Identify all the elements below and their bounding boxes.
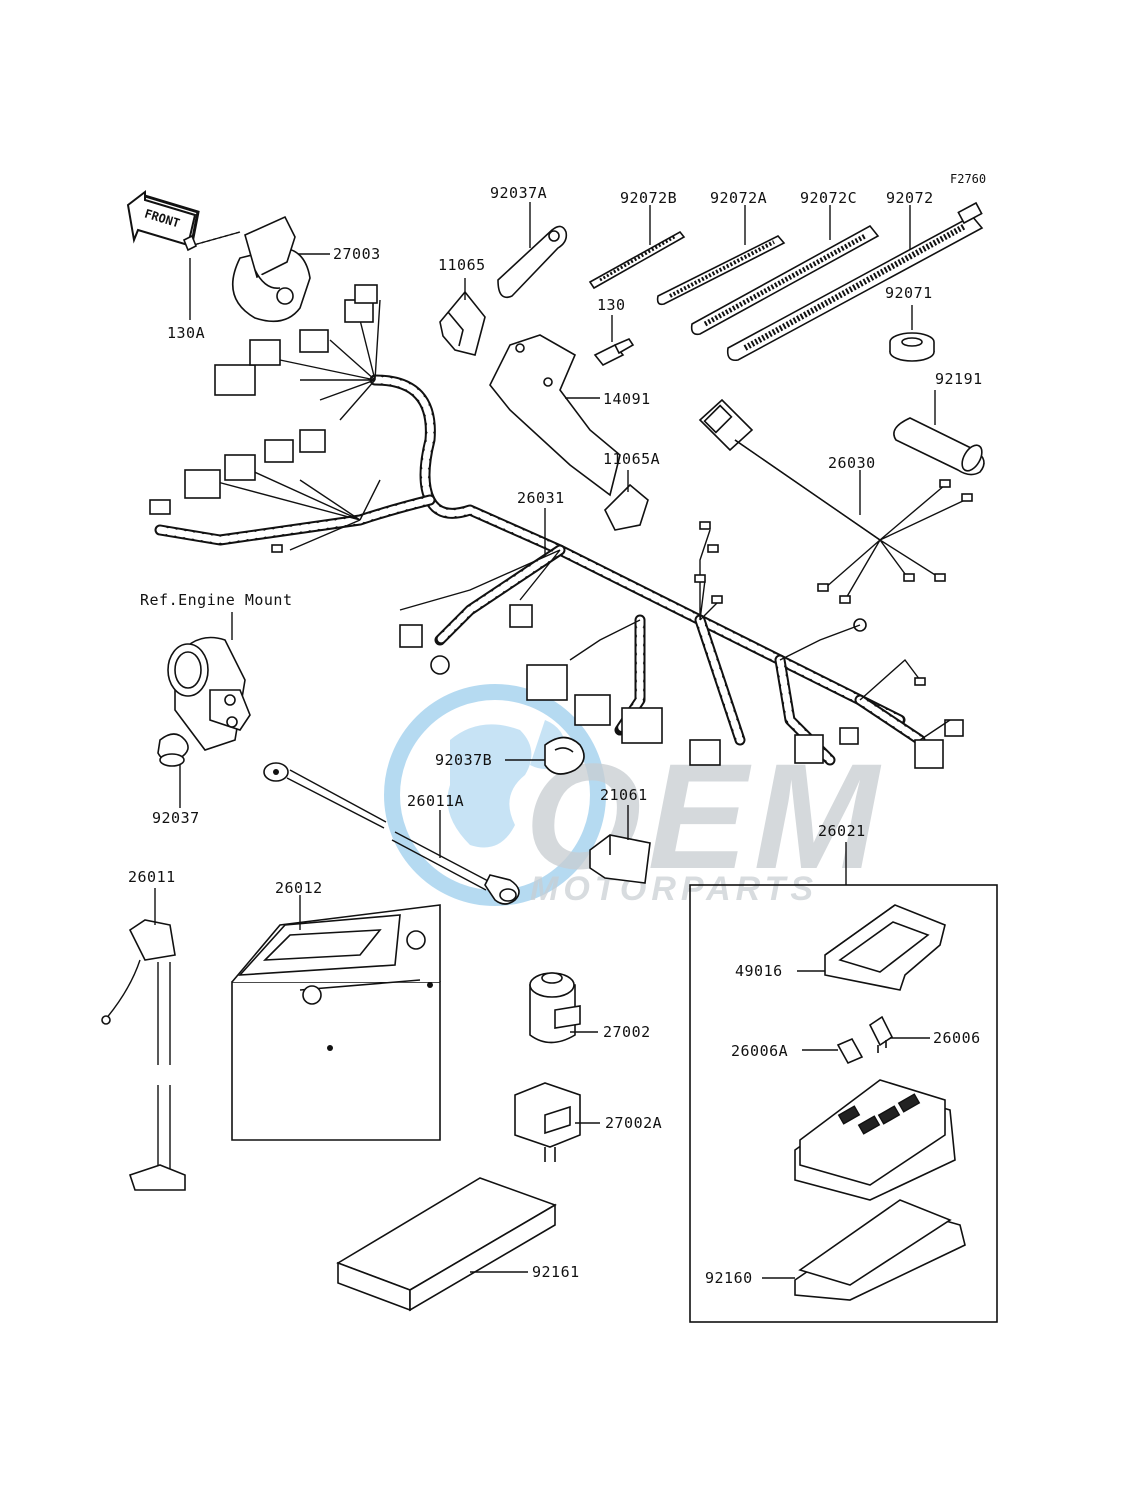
part-label-92037[interactable]: 92037 (152, 809, 200, 827)
horn-part (182, 215, 311, 323)
fuse-box-group-frame (689, 884, 998, 1323)
clip-11065 (439, 290, 486, 356)
strap-92072C (690, 224, 880, 336)
engine-mount-ref (167, 636, 251, 751)
bolt-130 (593, 338, 635, 367)
relay-27002 (529, 972, 581, 1044)
part-label-130[interactable]: 130 (597, 296, 626, 314)
part-label-26006A[interactable]: 26006A (731, 1042, 788, 1060)
watermark-sub-text: MOTORPARTS (530, 870, 818, 908)
strap-92072 (726, 201, 984, 362)
part-label-92191[interactable]: 92191 (935, 370, 983, 388)
part-label-92072B[interactable]: 92072B (620, 189, 677, 207)
cable-26011 (101, 919, 186, 1191)
cable-26011A (263, 762, 520, 905)
strap-92072B (588, 230, 686, 290)
part-label-92072C[interactable]: 92072C (800, 189, 857, 207)
part-label-26011A[interactable]: 26011A (407, 792, 464, 810)
fuse-26006A (836, 1037, 864, 1065)
diagram-code: F2760 (950, 172, 986, 186)
part-label-14091[interactable]: 14091 (603, 390, 651, 408)
clip-11065A (604, 483, 649, 531)
ref-engine-mount-label: Ref.Engine Mount (140, 591, 293, 609)
cover-21061 (589, 834, 651, 884)
part-label-49016[interactable]: 49016 (735, 962, 783, 980)
part-label-92037A[interactable]: 92037A (490, 184, 547, 202)
part-label-11065[interactable]: 11065 (438, 256, 486, 274)
front-arrow-icon: FRONT (126, 189, 200, 249)
part-label-130A[interactable]: 130A (167, 324, 205, 342)
grommet-92071 (889, 332, 935, 362)
tube-92191 (893, 417, 985, 476)
cover-49016 (824, 904, 946, 991)
clamp-92037B (544, 736, 585, 775)
part-label-11065A[interactable]: 11065A (603, 450, 660, 468)
part-label-92160[interactable]: 92160 (705, 1269, 753, 1287)
part-label-27003[interactable]: 27003 (333, 245, 381, 263)
relay-27002A (514, 1082, 581, 1162)
sub-harness-26030 (698, 398, 973, 604)
fuse-box-body (794, 1079, 956, 1201)
fuse-26006 (868, 1015, 894, 1053)
part-label-92072A[interactable]: 92072A (710, 189, 767, 207)
part-label-21061[interactable]: 21061 (600, 786, 648, 804)
part-label-92072[interactable]: 92072 (886, 189, 934, 207)
part-label-92037B[interactable]: 92037B (435, 751, 492, 769)
strap-92037A (497, 225, 568, 299)
part-label-92161[interactable]: 92161 (532, 1263, 580, 1281)
cover-92160 (794, 1199, 966, 1301)
clamp-92037 (157, 733, 189, 767)
part-label-26021[interactable]: 26021 (818, 822, 866, 840)
part-label-26012[interactable]: 26012 (275, 879, 323, 897)
main-harness-26031 (149, 284, 964, 769)
part-label-92071[interactable]: 92071 (885, 284, 933, 302)
part-label-26006[interactable]: 26006 (933, 1029, 981, 1047)
bracket-14091 (489, 334, 621, 497)
part-label-26011[interactable]: 26011 (128, 868, 176, 886)
part-label-27002[interactable]: 27002 (603, 1023, 651, 1041)
part-label-26030[interactable]: 26030 (828, 454, 876, 472)
part-label-26031[interactable]: 26031 (517, 489, 565, 507)
part-label-27002A[interactable]: 27002A (605, 1114, 662, 1132)
strap-92072A (656, 235, 786, 306)
pad-92161 (336, 1177, 557, 1312)
battery-26012 (231, 904, 441, 1141)
